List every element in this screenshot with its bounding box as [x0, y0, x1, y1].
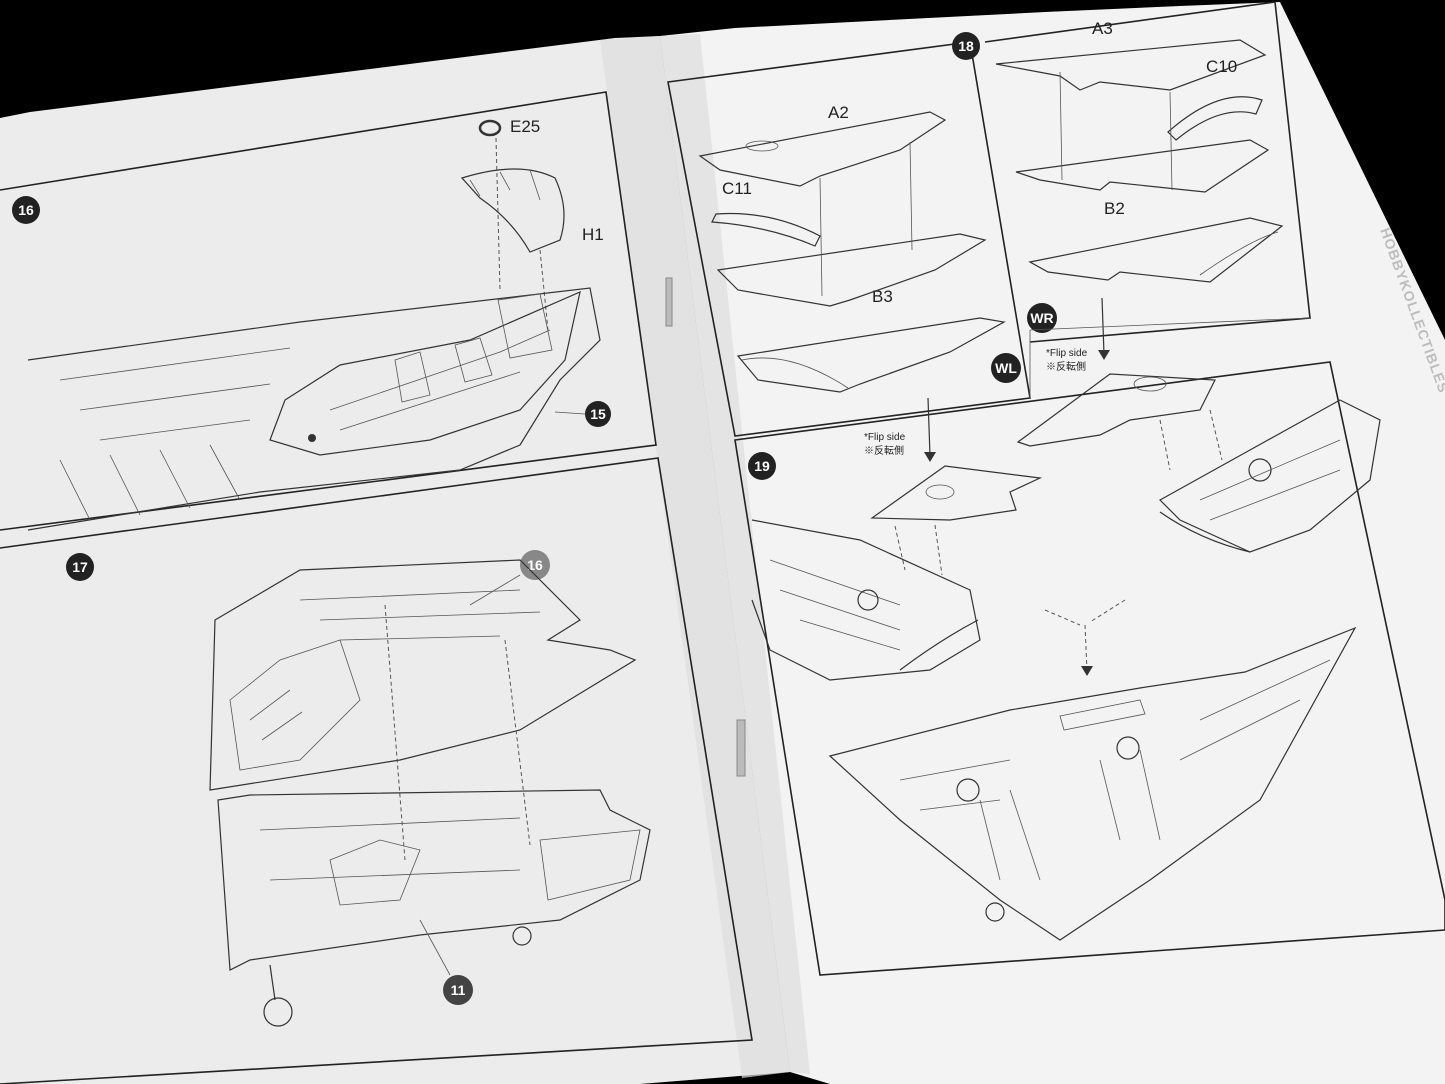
arrow-down-icon	[1098, 350, 1110, 360]
label-b3: B3	[872, 287, 893, 306]
label-h1: H1	[582, 225, 604, 244]
step-17-number: 17	[72, 559, 88, 575]
assembled-underside-drawing	[828, 626, 1357, 941]
right-bay-drawing	[1159, 399, 1381, 553]
h1-canopy-drawing	[460, 168, 565, 253]
a3-part	[995, 39, 1267, 91]
c10-part	[1167, 96, 1263, 141]
ref-11: 11	[451, 982, 466, 998]
c11-part	[711, 212, 821, 247]
ref-15-badge	[585, 401, 611, 427]
step-17: 17 16 11	[66, 550, 651, 1027]
label-a3: A3	[1092, 19, 1113, 38]
step-18-badge	[952, 32, 980, 60]
right-page	[660, 2, 1445, 1084]
label-c10: C10	[1206, 57, 1237, 76]
label-b2: B2	[1104, 199, 1125, 218]
arrow-down-icon	[1081, 666, 1093, 676]
step-19: 19	[748, 373, 1381, 941]
ref-11-badge	[443, 975, 473, 1005]
step-19-badge	[748, 452, 776, 480]
marker-wl: WL	[995, 360, 1017, 376]
marker-wl-badge	[991, 353, 1021, 383]
flip-note-jp-left: ※反転側	[864, 444, 904, 457]
label-a2: A2	[828, 103, 849, 122]
upper-fuselage-drawing	[209, 559, 637, 791]
step-16-number: 16	[18, 202, 34, 218]
step-16: 16 E25 H1 15	[12, 117, 611, 531]
a2-part	[698, 111, 947, 187]
label-c11: C11	[722, 179, 752, 198]
left-bay-drawing	[751, 519, 981, 681]
marker-wr-badge	[1027, 303, 1057, 333]
step-17-badge	[66, 553, 94, 581]
label-e25: E25	[510, 117, 540, 136]
step-18-number: 18	[958, 38, 974, 54]
ref-16-badge	[520, 550, 550, 580]
flip-note-jp-right: ※反転側	[1046, 360, 1086, 373]
ref-15: 15	[590, 406, 606, 422]
marker-wr: WR	[1030, 310, 1053, 326]
step-19-number: 19	[754, 458, 770, 474]
step-18: 18 A3 C10 B2 A2 C11 B3 WR WL	[698, 19, 1284, 393]
flip-note-en-right: *Flip side	[1046, 348, 1088, 359]
lower-fuselage-drawing	[217, 789, 651, 1027]
left-page	[0, 36, 790, 1084]
fuselage-top-drawing	[27, 287, 601, 531]
e25-part-icon	[478, 119, 502, 137]
ref-16: 16	[527, 557, 543, 573]
flip-notes: *Flip side ※反転側 *Flip side ※反転側	[864, 297, 1311, 462]
step-16-badge	[12, 196, 40, 224]
flip-note-en-left: *Flip side	[864, 432, 906, 443]
arrow-down-icon	[924, 452, 936, 462]
staples	[665, 277, 746, 777]
left-frames	[0, 91, 753, 1084]
